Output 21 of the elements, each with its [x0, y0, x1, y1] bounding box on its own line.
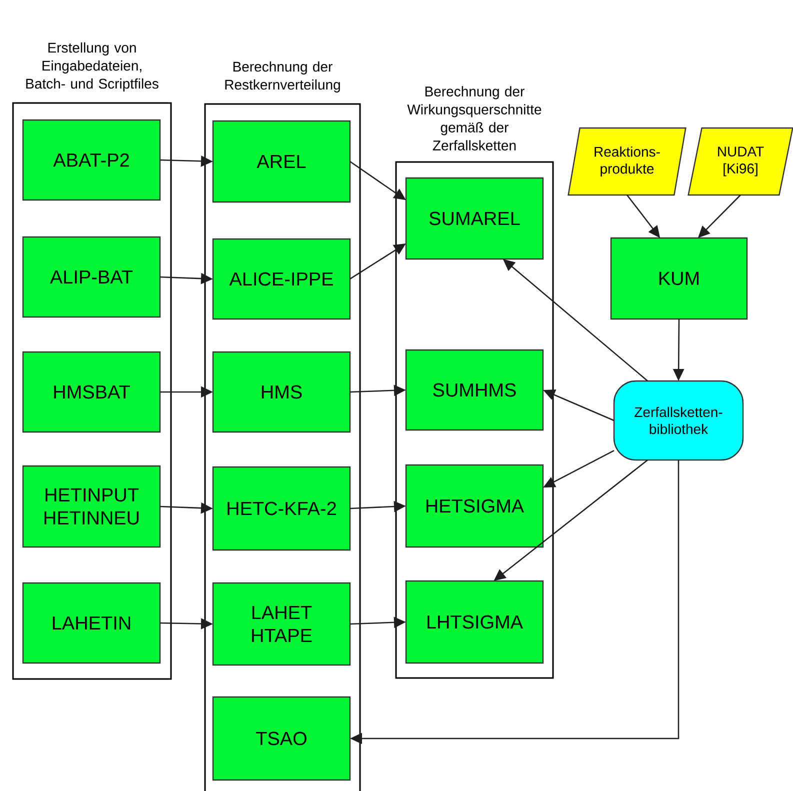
column-heading: Berechnung der Wirkungsquerschnitte gemäß der Zerfallsketten — [407, 86, 542, 150]
process-box: SUMHMS — [405, 349, 544, 431]
process-box: LHTSIGMA — [405, 580, 544, 664]
process-box: LAHETIN — [22, 582, 161, 664]
process-box: AREL — [212, 120, 351, 203]
process-box: TSAO — [212, 696, 351, 781]
process-box: ABAT-P2 — [22, 119, 161, 201]
process-box: HMSBAT — [22, 351, 161, 433]
process-box: SUMAREL — [405, 177, 544, 260]
process-box: HMS — [212, 351, 351, 433]
process-box: ALICE-IPPE — [212, 238, 351, 320]
process-box: HETSIGMA — [405, 464, 544, 548]
process-box: LAHET HTAPE — [212, 582, 351, 666]
column-heading: Berechnung der Restkernverteilung — [225, 61, 340, 92]
process-box: HETC-KFA-2 — [212, 466, 351, 551]
process-box: HETINPUT HETINNEU — [22, 465, 161, 548]
process-box: KUM — [610, 237, 748, 320]
data-parallelogram: NUDAT [Ki96] — [688, 127, 793, 196]
data-parallelogram: Reaktions- produkte — [568, 127, 686, 196]
column-heading: Erstellung von Eingabedateien, Batch- und Scriptfiles — [26, 42, 158, 92]
process-box: ALIP-BAT — [22, 236, 161, 318]
